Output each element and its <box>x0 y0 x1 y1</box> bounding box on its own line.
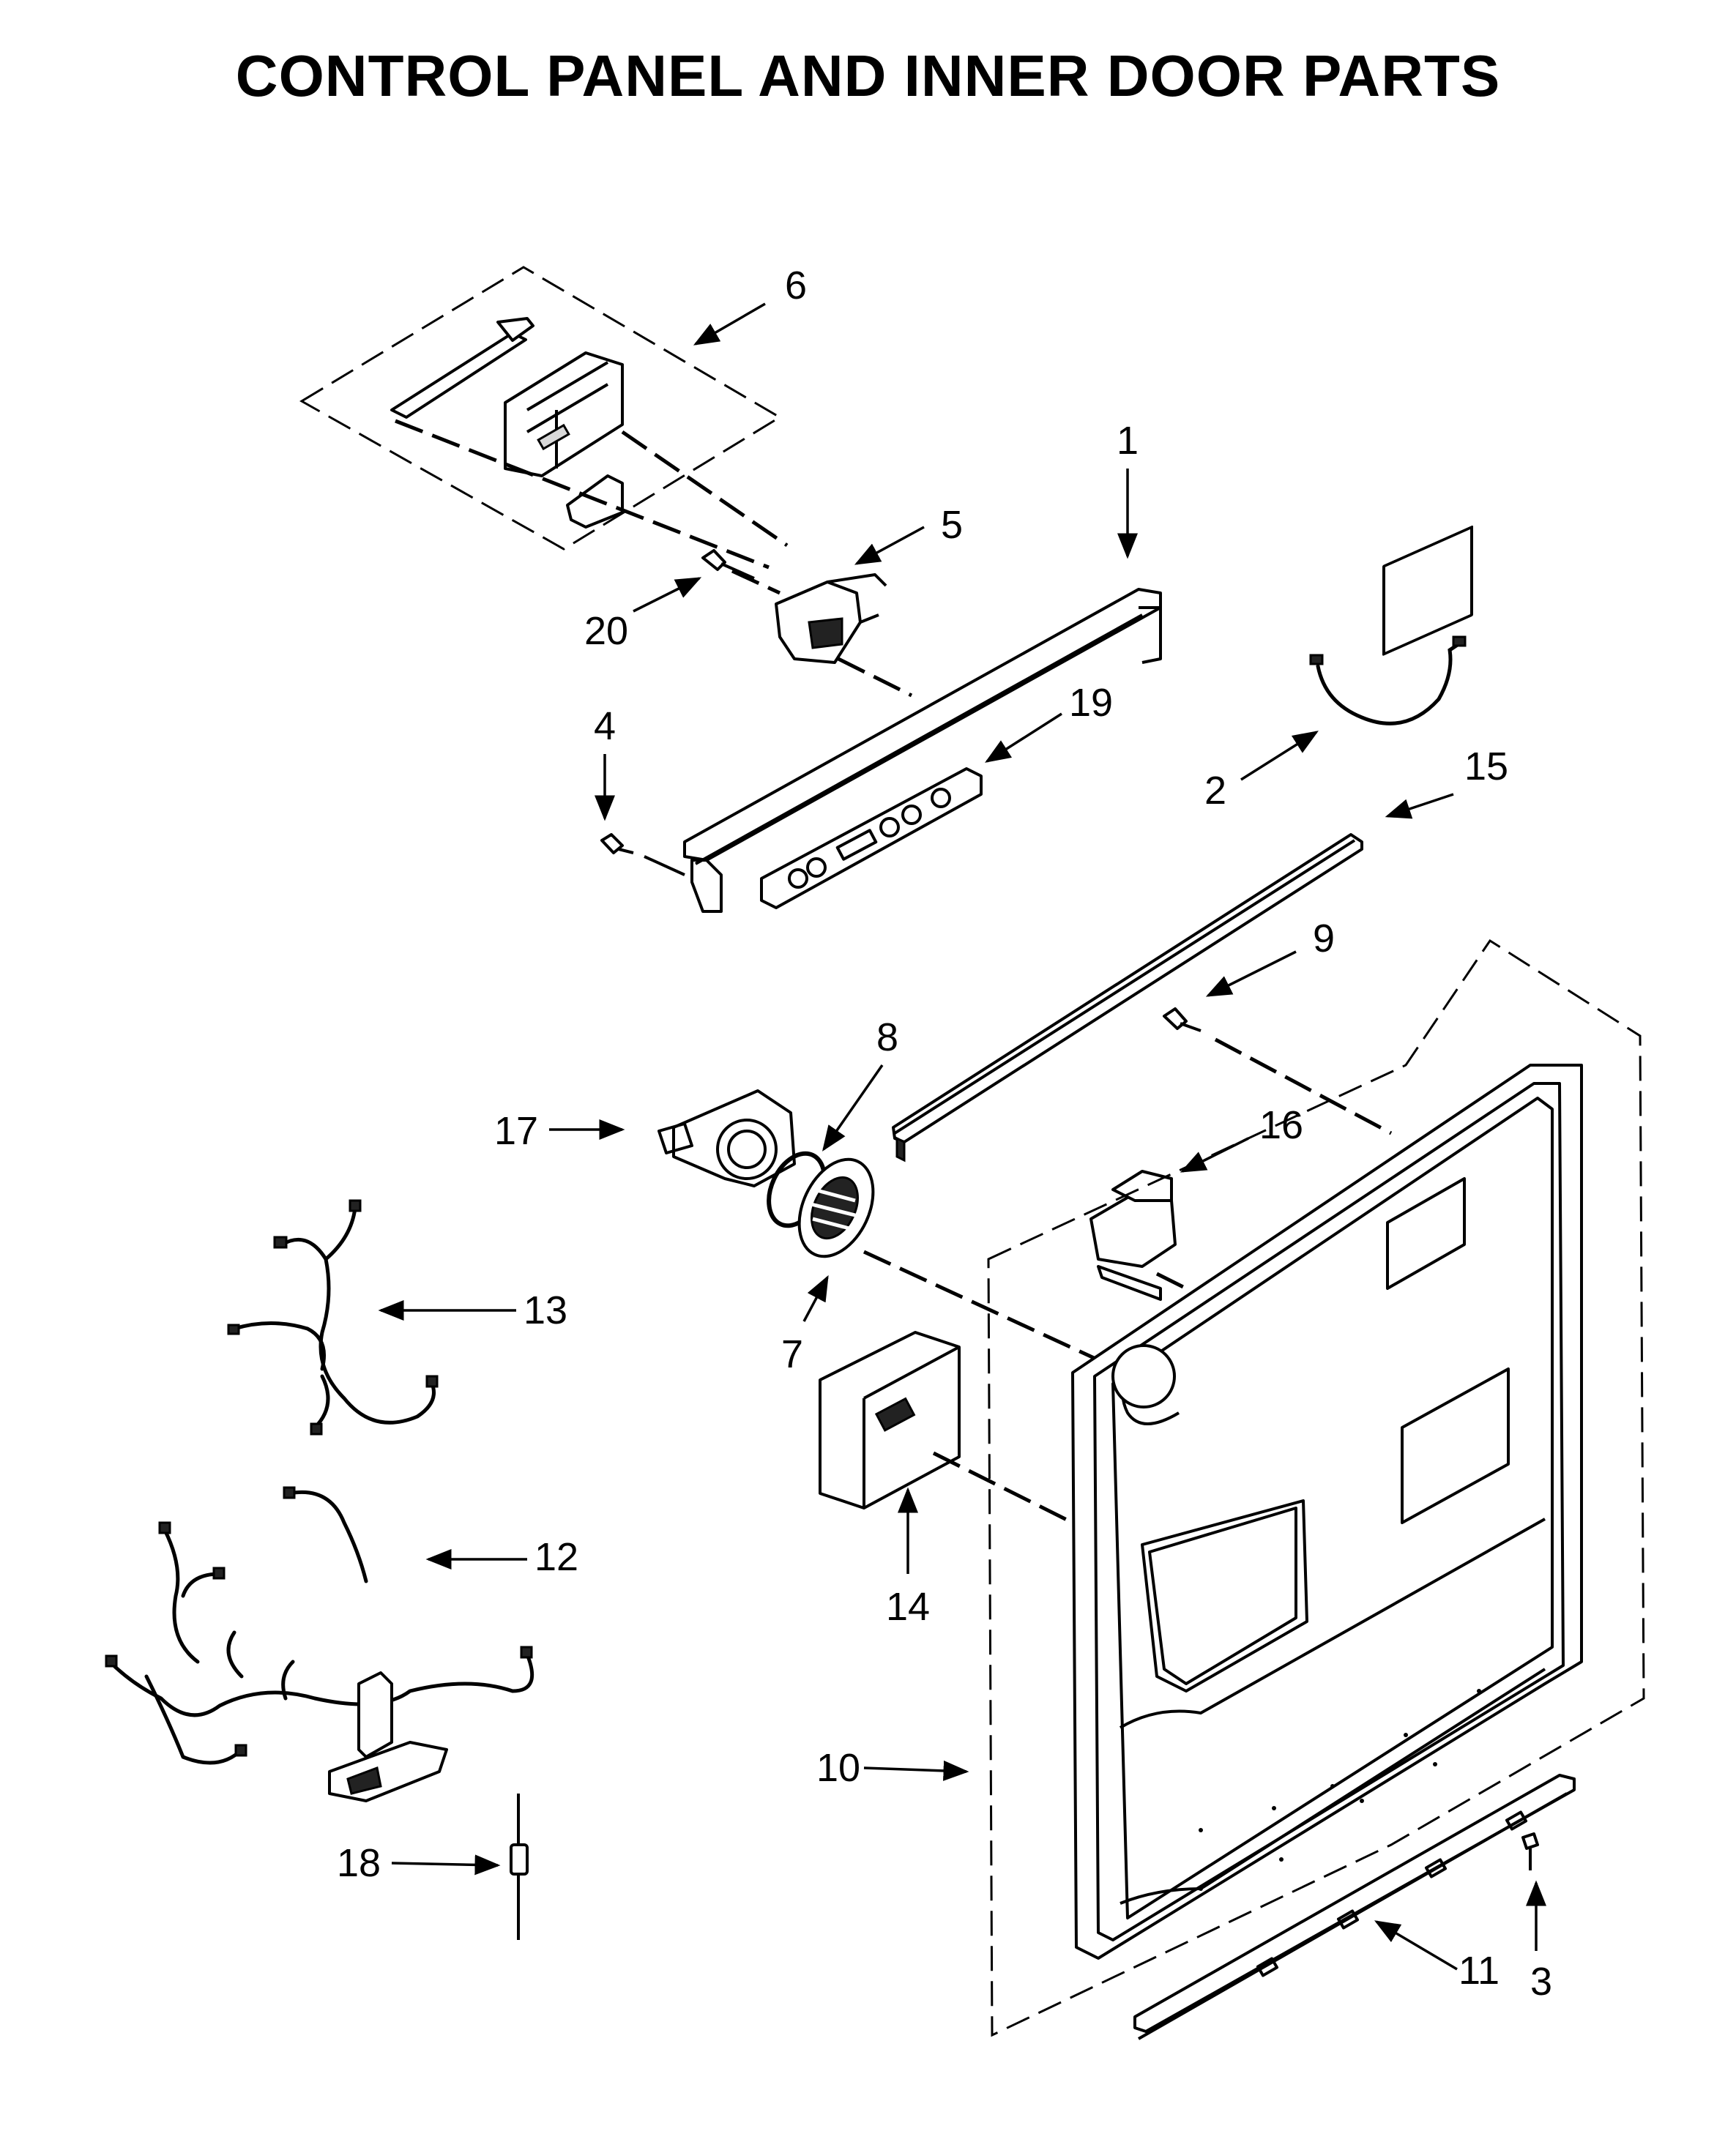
user-interface-assembly <box>299 266 789 570</box>
callout-7: 7 <box>781 1332 803 1376</box>
arrow-2 <box>1240 731 1319 781</box>
wire-harness-upper <box>227 1199 439 1436</box>
callout-8: 8 <box>876 1015 898 1059</box>
callout-4: 4 <box>594 704 616 748</box>
arrow-8 <box>822 1064 884 1152</box>
electronic-control-module <box>819 1331 1224 1609</box>
callout-16: 16 <box>1259 1103 1303 1147</box>
callout-6: 6 <box>785 264 807 307</box>
leader-arrows <box>378 302 1546 1971</box>
arrow-11 <box>1374 1920 1458 1971</box>
callout-19: 19 <box>1069 681 1113 725</box>
door-trim-strip <box>892 833 1363 1163</box>
page-title: CONTROL PANEL AND INNER DOOR PARTS <box>235 43 1501 108</box>
inner-door-panel <box>987 525 1645 2037</box>
callout-labels: 1 2 3 4 5 6 7 8 9 10 11 12 13 14 15 16 1… <box>337 264 1552 2004</box>
arrow-10 <box>863 1760 969 1781</box>
inner-door-screw <box>1163 1007 1393 1135</box>
callout-13: 13 <box>524 1288 567 1332</box>
arrow-5 <box>854 526 925 565</box>
dispenser <box>657 1089 796 1187</box>
door-holes <box>1199 1689 1481 1891</box>
ui-control-board <box>760 767 983 909</box>
arrow-9 <box>1205 950 1297 997</box>
arrow-7 <box>802 1275 829 1322</box>
console-screw <box>600 833 685 876</box>
callout-10: 10 <box>816 1746 860 1790</box>
callout-17: 17 <box>494 1109 538 1153</box>
thermal-fuse <box>510 1794 529 1940</box>
callout-14: 14 <box>886 1585 930 1629</box>
door-latch <box>775 573 913 698</box>
callout-18: 18 <box>337 1841 381 1885</box>
arrow-18 <box>391 1854 501 1876</box>
wire-harness-small <box>1309 635 1467 725</box>
callout-1: 1 <box>1117 419 1139 463</box>
callout-20: 20 <box>584 609 628 653</box>
arrow-15 <box>1385 793 1454 819</box>
control-console <box>683 588 1162 913</box>
callout-11: 11 <box>1459 1949 1500 1993</box>
callout-2: 2 <box>1204 769 1226 813</box>
callout-3: 3 <box>1530 1960 1552 2004</box>
callout-12: 12 <box>534 1535 578 1579</box>
arrow-19 <box>985 712 1062 763</box>
latch-screw <box>701 549 781 595</box>
callout-9: 9 <box>1313 917 1335 960</box>
lower-door-strip <box>1133 1774 1576 2040</box>
arrow-20 <box>633 577 702 613</box>
arrow-16 <box>1180 1137 1249 1173</box>
callout-15: 15 <box>1464 745 1508 788</box>
callout-5: 5 <box>941 503 963 547</box>
wire-harness-main <box>105 1486 534 1802</box>
door-strip-screw <box>1521 1832 1539 1870</box>
dispenser-cap <box>797 1157 1103 1364</box>
arrow-6 <box>693 302 766 346</box>
